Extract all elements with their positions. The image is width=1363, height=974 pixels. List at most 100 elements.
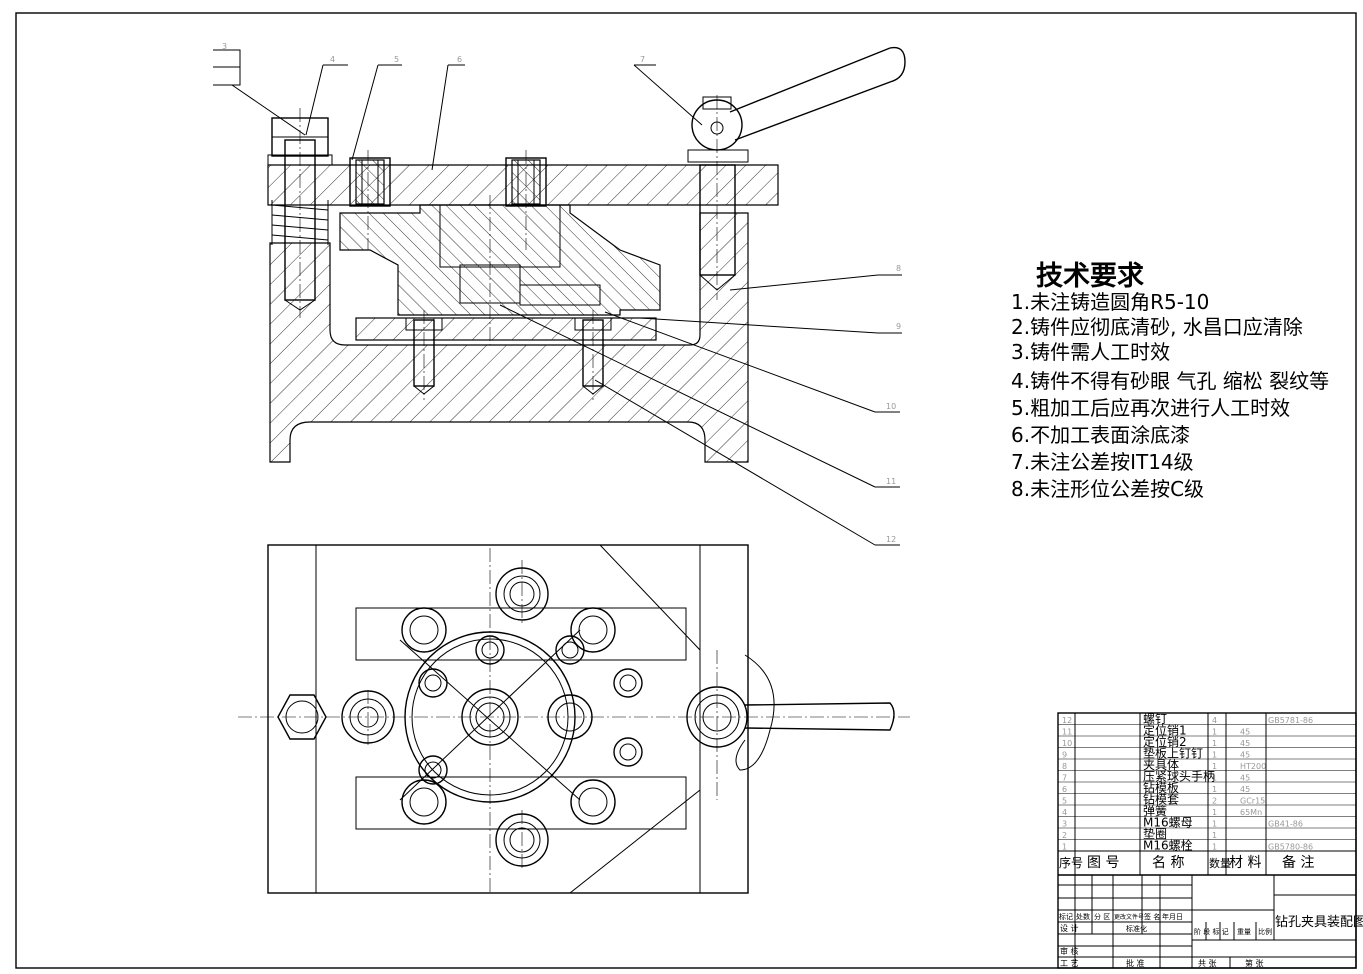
bom-cell-note: GB41-86 [1268,820,1303,829]
bom-cell-qty: 1 [1212,820,1217,829]
bom-cell-note: GB5780-86 [1268,843,1313,852]
requirement-3: 3.铸件需人工时效 [1011,340,1171,364]
leaders [213,49,902,546]
bom-header-drawing: 图 号 [1087,855,1119,871]
workpiece-housing [339,204,661,316]
requirement-7: 7.未注公差按IT14级 [1011,450,1194,474]
bom-cell-name: 螺钉 [1143,712,1167,726]
rev-h-doc: 更改文件号 [1114,913,1144,921]
balloon-8: 8 [896,264,901,273]
bom-cell-no: 9 [1062,751,1067,760]
bom-cell-qty: 1 [1212,728,1217,737]
bom-cell-no: 3 [1062,820,1067,829]
label-approve: 批 准 [1126,958,1145,968]
bom-cell-no: 6 [1062,785,1067,794]
bom-cell-no: 7 [1062,774,1067,783]
requirement-8: 8.未注形位公差按C级 [1011,477,1205,501]
rev-h-count: 处数 [1076,912,1090,921]
drill-bushing-left [349,157,391,207]
requirements-title: 技术要求 [1036,261,1144,292]
bom-cell-qty: 2 [1212,797,1217,806]
bom-cell-no: 8 [1062,762,1067,771]
handle [729,46,906,141]
bom-cell-qty: 1 [1212,774,1217,783]
bom-cell-qty: 1 [1212,751,1217,760]
bom-cell-material: HT200 [1240,762,1266,771]
bom-header-name: 名 称 [1152,855,1184,871]
bom-cell-note: GB5781-86 [1268,716,1313,725]
bom-cell-name: 夹具体 [1143,758,1179,772]
bom-cell-name: 定位销2 [1143,734,1187,749]
bom-cell-material: GCr15 [1240,797,1265,806]
bom-cell-material: 65Mn [1240,808,1262,817]
balloon-4: 4 [330,55,335,64]
balloon-6: 6 [457,55,462,64]
requirement-4: 4.铸件不得有砂眼 气孔 缩松 裂纹等 [1011,369,1330,393]
balloon-12: 12 [886,535,896,544]
rev-h-zone: 分 区 [1094,912,1110,921]
label-process: 工 艺 [1060,959,1079,968]
bom-cell-no: 2 [1062,831,1067,840]
bom-cell-material: 45 [1240,739,1250,748]
bom-cell-name: 垫板上钉钉 [1143,746,1203,761]
bom-cell-material: 45 [1240,774,1250,783]
bom-cell-qty: 1 [1212,739,1217,748]
bom-cell-name: 垫圈 [1143,826,1167,841]
bom-cell-name: 定位销1 [1143,723,1187,738]
requirement-1: 1.未注铸造圆角R5-10 [1011,290,1210,314]
top-view [238,544,910,894]
bom-cell-qty: 1 [1212,831,1217,840]
bom-cell-qty: 1 [1212,808,1217,817]
label-review: 审 核 [1060,946,1079,956]
front-section-view [267,46,906,463]
balloon-3: 3 [222,42,227,51]
bom-cell-qty: 1 [1212,762,1217,771]
bom-cell-material: 45 [1240,785,1250,794]
bom-cell-no: 1 [1062,843,1067,852]
bom-cell-material: 45 [1240,728,1250,737]
stage-h-weight: 重量 [1237,928,1251,936]
drawing-border [15,12,1357,969]
rev-h-mark: 标记 [1059,912,1073,921]
bom-header-note: 备 注 [1282,854,1314,871]
label-standardize: 标准化 [1126,924,1147,933]
drawing-title: 钻孔夹具装配图 [1275,915,1363,930]
bom-header-material: 材 料 [1229,855,1261,871]
bom-cell-qty: 4 [1212,716,1217,725]
bom-header-no: 序号 [1059,855,1083,870]
bom-cell-no: 12 [1062,716,1072,725]
bom-cell-name: 钻模板 [1143,780,1179,795]
bom-cell-no: 5 [1062,797,1067,806]
balloon-5: 5 [394,55,399,64]
bom-cell-qty: 1 [1212,843,1217,852]
bom-cell-name: 钻模套 [1143,792,1179,807]
rev-h-date: 年月日 [1162,912,1183,921]
bom-cell-name: 弹簧 [1143,803,1167,818]
balloon-7: 7 [640,55,645,64]
balloon-10: 10 [886,402,896,411]
label-design: 设 计 [1060,923,1079,933]
balloon-9: 9 [896,322,901,331]
stage-h-scale: 比例 [1258,927,1272,936]
sheet-no: 第 张 [1245,958,1264,968]
bom-cell-name: M16螺栓 [1143,838,1193,853]
bom-cell-name: M16螺母 [1143,816,1193,830]
bom-cell-material: 45 [1240,751,1250,760]
rev-h-sign: 签 名 [1144,912,1160,921]
bom-cell-no: 11 [1062,728,1072,737]
bom-cell-name: 压紧球头手柄 [1143,770,1215,784]
stage-h-mark: 阶 段 标 记 [1194,927,1229,936]
bom-cell-qty: 1 [1212,785,1217,794]
bom-cell-no: 10 [1062,739,1072,748]
requirement-2: 2.铸件应彻底清砂, 水昌口应清除 [1011,315,1303,339]
balloon-11: 11 [886,477,896,486]
bom-header-qty: 数量 [1209,857,1231,870]
base-plate [355,317,657,341]
requirement-5: 5.粗加工后应再次进行人工时效 [1011,396,1291,420]
title-block [1058,875,1356,968]
sheet-total: 共 张 [1198,959,1217,968]
requirement-6: 6.不加工表面涂底漆 [1011,423,1191,447]
bom-cell-no: 4 [1062,808,1067,817]
